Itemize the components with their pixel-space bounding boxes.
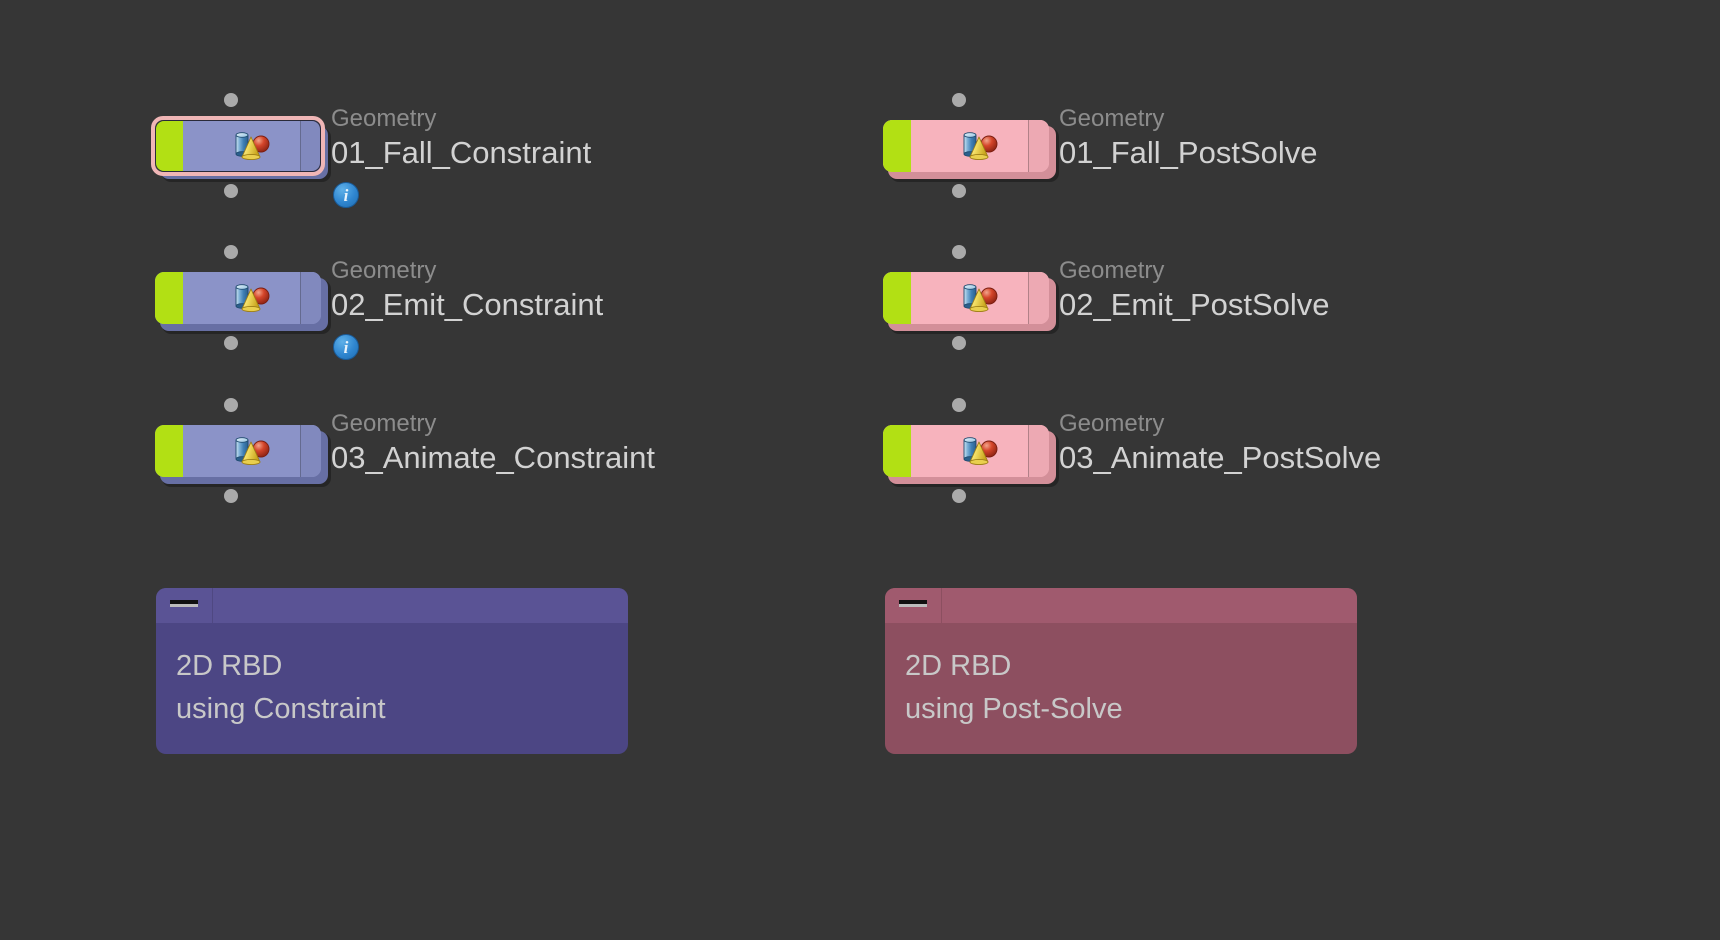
- node-type-label: Geometry: [331, 410, 437, 437]
- node-flag-area[interactable]: [1029, 425, 1049, 477]
- sticky-note-line-1: 2D RBD: [905, 650, 1012, 682]
- node-display-flag[interactable]: [155, 120, 183, 172]
- node-icon-area: [911, 120, 1049, 172]
- node-body[interactable]: [155, 272, 321, 324]
- sticky-note-body[interactable]: 2D RBD using Constraint: [156, 623, 628, 731]
- sticky-note-line-1: 2D RBD: [176, 650, 283, 682]
- node-name-label: 01_Fall_Constraint: [331, 135, 592, 170]
- node-type-label: Geometry: [1059, 105, 1165, 132]
- minimize-icon[interactable]: [170, 600, 198, 607]
- node-divider: [1028, 425, 1029, 477]
- info-icon[interactable]: i: [333, 334, 359, 360]
- sticky-note-line-2: using Constraint: [176, 693, 386, 725]
- network-node[interactable]: Geometry 03_Animate_Constraint: [155, 398, 655, 503]
- geometry-icon: [230, 433, 274, 469]
- node-type-label: Geometry: [1059, 257, 1165, 284]
- geometry-icon: [230, 280, 274, 316]
- node-output-connector[interactable]: [224, 184, 238, 198]
- node-display-flag[interactable]: [883, 272, 911, 324]
- network-node[interactable]: Geometry 01_Fall_Constraint i: [151, 93, 591, 208]
- network-node[interactable]: Geometry 02_Emit_Constraint i: [155, 245, 603, 360]
- node-label-group: Geometry 01_Fall_PostSolve: [1059, 104, 1318, 171]
- network-node[interactable]: Geometry 01_Fall_PostSolve: [883, 93, 1318, 198]
- node-divider: [1028, 120, 1029, 172]
- node-name-label: 02_Emit_Constraint: [331, 287, 604, 322]
- node-label-group: Geometry 03_Animate_PostSolve: [1059, 409, 1381, 476]
- node-label-group: Geometry 02_Emit_Constraint: [331, 256, 603, 323]
- node-divider: [300, 120, 301, 172]
- network-node[interactable]: Geometry 02_Emit_PostSolve: [883, 245, 1330, 350]
- network-node[interactable]: Geometry 03_Animate_PostSolve: [883, 398, 1381, 503]
- sticky-note-body[interactable]: 2D RBD using Post-Solve: [885, 623, 1357, 731]
- node-input-connector[interactable]: [952, 93, 966, 107]
- node-input-connector[interactable]: [224, 398, 238, 412]
- node-type-label: Geometry: [1059, 410, 1165, 437]
- node-name-label: 02_Emit_PostSolve: [1059, 287, 1330, 322]
- sticky-note-header-divider: [212, 588, 213, 623]
- node-divider: [300, 425, 301, 477]
- node-type-label: Geometry: [331, 257, 437, 284]
- geometry-icon-shapes: [235, 132, 270, 161]
- node-label-group: Geometry 02_Emit_PostSolve: [1059, 256, 1330, 323]
- node-body[interactable]: [883, 120, 1049, 172]
- node-label-group: Geometry 01_Fall_Constraint: [331, 104, 591, 171]
- node-flag-area[interactable]: [301, 425, 321, 477]
- geometry-icon: [230, 128, 274, 164]
- node-display-flag[interactable]: [883, 425, 911, 477]
- node-output-connector[interactable]: [224, 489, 238, 503]
- geometry-icon: [958, 280, 1002, 316]
- node-input-connector[interactable]: [952, 398, 966, 412]
- node-label-group: Geometry 03_Animate_Constraint: [331, 409, 655, 476]
- node-flag-area[interactable]: [301, 272, 321, 324]
- node-flag-area[interactable]: [1029, 120, 1049, 172]
- node-name-label: 03_Animate_Constraint: [331, 440, 655, 475]
- node-name-label: 01_Fall_PostSolve: [1059, 135, 1318, 170]
- node-type-label: Geometry: [331, 105, 437, 132]
- geometry-icon-shapes: [963, 437, 998, 466]
- node-icon-area: [183, 425, 321, 477]
- node-name-label: 03_Animate_PostSolve: [1059, 440, 1382, 475]
- node-body[interactable]: [155, 120, 321, 172]
- node-input-connector[interactable]: [224, 245, 238, 259]
- sticky-note-header-divider: [941, 588, 942, 623]
- node-icon-area: [183, 272, 321, 324]
- sticky-note-header[interactable]: [885, 588, 1357, 623]
- node-icon-area: [183, 120, 321, 172]
- sticky-note-line-2: using Post-Solve: [905, 693, 1123, 725]
- geometry-icon-shapes: [235, 437, 270, 466]
- node-output-connector[interactable]: [952, 184, 966, 198]
- sticky-note[interactable]: 2D RBD using Post-Solve: [885, 588, 1357, 754]
- node-flag-area[interactable]: [1029, 272, 1049, 324]
- node-input-connector[interactable]: [224, 93, 238, 107]
- node-icon-area: [911, 272, 1049, 324]
- node-display-flag[interactable]: [155, 272, 183, 324]
- sticky-note[interactable]: 2D RBD using Constraint: [156, 588, 628, 754]
- node-icon-area: [911, 425, 1049, 477]
- geometry-icon-shapes: [963, 284, 998, 313]
- geometry-icon-shapes: [235, 284, 270, 313]
- node-display-flag[interactable]: [155, 425, 183, 477]
- node-body[interactable]: [155, 425, 321, 477]
- node-output-connector[interactable]: [224, 336, 238, 350]
- node-body[interactable]: [883, 425, 1049, 477]
- info-icon[interactable]: i: [333, 182, 359, 208]
- node-output-connector[interactable]: [952, 489, 966, 503]
- node-body[interactable]: [883, 272, 1049, 324]
- node-flag-area[interactable]: [301, 120, 321, 172]
- node-output-connector[interactable]: [952, 336, 966, 350]
- geometry-icon-shapes: [963, 132, 998, 161]
- sticky-note-header[interactable]: [156, 588, 628, 623]
- node-input-connector[interactable]: [952, 245, 966, 259]
- node-divider: [1028, 272, 1029, 324]
- node-divider: [300, 272, 301, 324]
- minimize-icon[interactable]: [899, 600, 927, 607]
- geometry-icon: [958, 433, 1002, 469]
- geometry-icon: [958, 128, 1002, 164]
- node-display-flag[interactable]: [883, 120, 911, 172]
